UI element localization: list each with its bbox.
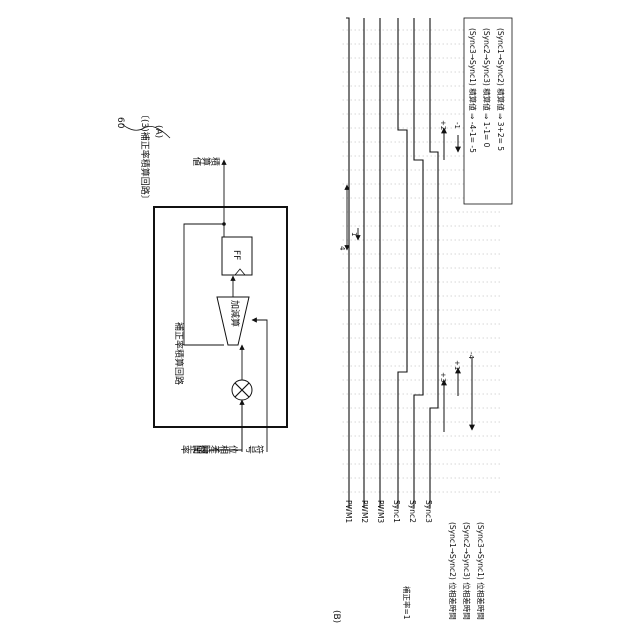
phase-row-label-3: (Sync3→Sync1) 位相差時間 xyxy=(476,522,486,620)
timing-chart: 4 1 PWM1 PWM2 PWM3 Sync1 Sync2 Sync3 補正率… xyxy=(338,18,512,620)
adder-label: 加減算 xyxy=(229,300,241,327)
waveform-sync3 xyxy=(430,18,438,508)
output-label: 積算値 xyxy=(192,155,221,166)
signal-label-sync1: Sync1 xyxy=(392,500,401,523)
circuit-box-title: 補正率積算回路 xyxy=(173,322,185,385)
signal-label-sync3: Sync3 xyxy=(424,500,433,523)
phase-row-label-2: (Sync2→Sync3) 位相差時間 xyxy=(462,522,472,620)
input-label-sign: 符号 xyxy=(245,443,265,454)
ff-clock-icon xyxy=(235,269,245,275)
wire-feedback-loop xyxy=(184,224,224,345)
part-b-label: (B) xyxy=(331,610,341,623)
phase-marker-right-2: -1 xyxy=(453,122,461,129)
signal-label-pwm3: PWM3 xyxy=(376,500,385,523)
pwm1-marker-4: 4 xyxy=(338,246,346,251)
section-title: 〔(3)補正率積算回路〕 xyxy=(139,110,151,204)
signal-label-sync2: Sync2 xyxy=(408,500,417,523)
phase-row-label-1: (Sync1→Sync2) 位相差時間 xyxy=(448,522,458,620)
phase-marker-left-2: +1 xyxy=(453,360,461,370)
signal-label-pwm2: PWM2 xyxy=(360,500,369,523)
result-line-2: (Sync2→Sync3) 積算値 ⇒ 1-1= 0 xyxy=(482,28,492,148)
result-line-1: (Sync1→Sync2) 積算値 ⇒ 3+2= 5 xyxy=(496,28,506,151)
result-line-3: (Sync3→Sync1) 積算値 ⇒ -4-1= -5 xyxy=(468,28,478,153)
phase-marker-right-1: +2 xyxy=(439,120,447,130)
wire-sign-input xyxy=(252,320,267,452)
waveform-sync2 xyxy=(414,18,423,508)
rate-label: 補正率=1 xyxy=(402,586,412,620)
waveforms xyxy=(346,18,438,508)
waveform-sync1 xyxy=(398,18,407,508)
multiplier-cross-icon xyxy=(235,383,249,397)
signal-label-pwm1: PWM1 xyxy=(344,500,353,523)
circuit-ref-label: 60 xyxy=(115,117,125,129)
input-label-phase: 位相差時間 xyxy=(192,443,239,454)
ff-label: FF xyxy=(231,250,241,260)
phase-marker-left-1: +3 xyxy=(439,372,447,382)
pwm1-marker-1: 1 xyxy=(350,232,358,236)
phase-marker-left-3: -4 xyxy=(467,352,475,360)
waveform-pwm1 xyxy=(346,18,349,508)
